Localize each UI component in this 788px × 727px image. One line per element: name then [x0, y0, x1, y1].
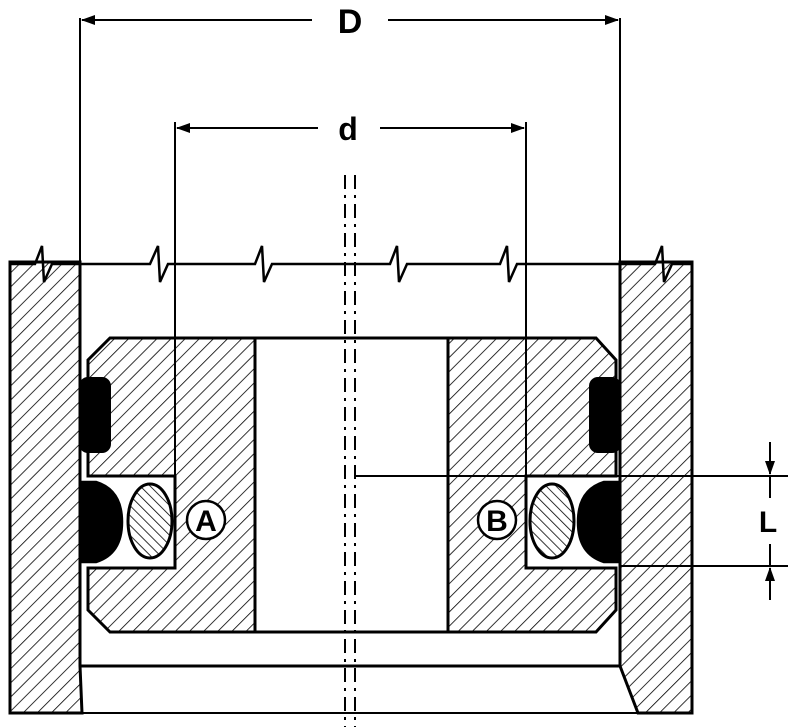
dimension-D: [79, 15, 621, 378]
seal-a: [78, 480, 174, 564]
piston-right-half: [446, 336, 618, 634]
guide-ring-right: [589, 377, 621, 453]
dim-L-label: L: [759, 506, 777, 539]
dimension-L: [355, 442, 788, 600]
seal-b-oring: [528, 482, 576, 560]
dim-D-label: D: [338, 3, 363, 41]
label-b: B: [486, 505, 508, 538]
label-a: A: [195, 505, 217, 538]
label-b-callout: B: [476, 499, 518, 541]
housing: [8, 260, 694, 715]
break-line: [10, 245, 692, 283]
seal-a-oring: [126, 482, 174, 560]
seal-a-cap: [78, 480, 124, 564]
guide-ring-left: [79, 377, 111, 453]
piston-left-half: [86, 336, 257, 634]
dim-d-label: d: [338, 111, 358, 147]
label-a-callout: A: [185, 499, 227, 541]
seal-b: [528, 480, 622, 564]
housing-right-wall: [618, 260, 694, 715]
centerline: [344, 175, 356, 727]
seal-b-cap: [576, 480, 622, 564]
piston: [86, 336, 618, 634]
guide-rings: [79, 377, 621, 453]
dimension-d: [174, 122, 527, 338]
housing-left-wall: [8, 260, 84, 715]
